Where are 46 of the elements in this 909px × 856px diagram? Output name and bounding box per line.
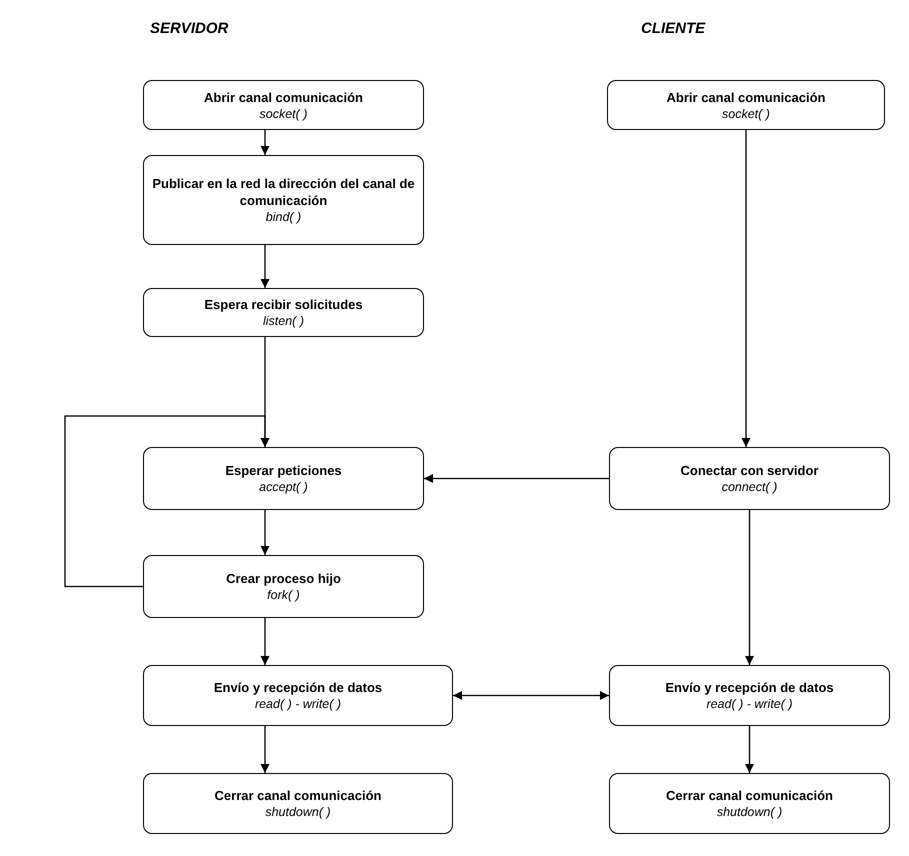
step-title: Envío y recepción de datos [665,679,834,696]
process-box [143,447,424,510]
column-heading: SERVIDOR [150,20,228,37]
step-title: Cerrar canal comunicación [214,787,382,804]
arrow [64,415,270,588]
function-call: read( ) - write( ) [706,696,793,712]
function-call: shutdown( ) [716,804,782,820]
process-box [143,665,453,726]
process-box [607,80,885,130]
step-title: Esperar peticiones [225,462,342,479]
step-title: Espera recibir solicitudes [204,296,363,313]
step-title: Abrir canal comunicación [666,88,826,106]
arrow [260,130,270,155]
step-title: Conectar con servidor [680,462,818,479]
arrow [260,618,270,665]
step-title: Abrir canal comunicación [204,88,363,106]
arrow [745,726,754,773]
function-call: bind( ) [266,209,302,225]
process-box [143,773,453,834]
process-box [143,155,424,245]
process-box [143,288,424,337]
function-call: fork( ) [267,587,300,603]
function-call: socket( ) [260,106,308,122]
function-call: accept( ) [259,479,308,495]
arrow [260,510,270,555]
process-box [143,555,424,618]
arrow [453,691,609,700]
function-call: connect( ) [722,479,778,495]
function-call: listen( ) [263,313,304,329]
arrow [260,726,270,773]
step-title: Cerrar canal comunicación [666,787,833,804]
function-call: socket( ) [722,106,770,122]
step-title: Publicar en la red la dirección del canal de comunicación [152,175,415,209]
step-title: Envío y recepción de datos [214,679,382,696]
function-call: shutdown( ) [265,804,331,820]
process-box [143,80,424,130]
process-box [609,665,890,726]
step-title: Crear proceso hijo [226,570,341,587]
arrow [742,130,750,447]
arrow [424,474,609,483]
process-box [609,447,890,510]
arrow [745,510,754,665]
process-box [609,773,890,834]
arrow [260,245,270,288]
column-heading: CLIENTE [641,20,706,37]
function-call: read( ) - write( ) [254,696,342,712]
